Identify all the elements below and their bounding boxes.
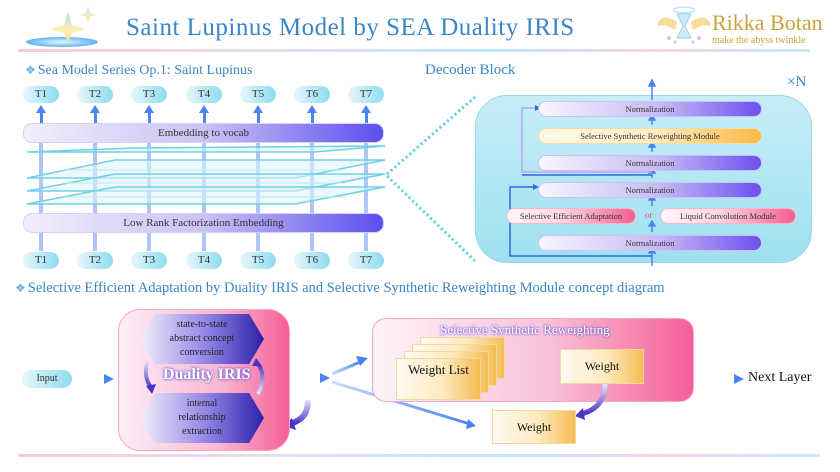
weight-list-card: Weight List [396, 358, 481, 400]
hex-line: abstract concept [169, 333, 235, 344]
hex-line: state-to-state [176, 319, 228, 330]
logo-tagline: make the abyss twinkle [712, 35, 806, 46]
liquid-convolution-module: Liquid Convolution Module [660, 208, 796, 224]
hex-line: internal [186, 398, 218, 409]
up-arrow-icon [361, 105, 371, 113]
up-arrow-shaft [40, 111, 43, 123]
normalization-layer-lower: Normalization [538, 182, 762, 198]
low-rank-factorization-bar: Low Rank Factorization Embedding [23, 213, 384, 233]
factorization-planes [26, 145, 385, 205]
up-arrow-shaft [257, 111, 260, 123]
normalization-layer-mid: Normalization [538, 155, 762, 171]
concept-section-title: ❖Selective Efficient Adaptation by Duali… [15, 280, 665, 297]
up-arrow-shaft [94, 111, 97, 123]
logo-name: Rikka Botan [712, 10, 823, 35]
repeat-label: ×N [787, 74, 807, 90]
output-weight-card: Weight [492, 410, 576, 444]
input-token: T3 [131, 252, 167, 269]
input-token: T2 [77, 252, 113, 269]
input-pill: Input [22, 370, 72, 388]
up-arrow-shaft [203, 111, 206, 123]
input-token: T1 [23, 252, 59, 269]
input-token: T6 [294, 252, 330, 269]
output-token: T4 [186, 86, 222, 103]
next-layer-label: Next Layer [748, 370, 812, 385]
hex-relationship-extraction-text: internal relationship extraction [140, 397, 264, 439]
up-arrow-icon [144, 105, 154, 113]
ssr-weight-card: Weight [560, 349, 644, 384]
sea-module: Selective Efficient Adaptation [506, 208, 636, 224]
sparkle-logo-icon [26, 7, 98, 47]
up-arrow-icon [199, 105, 209, 113]
normalization-layer-bottom: Normalization [538, 235, 762, 251]
up-arrow-shaft [365, 111, 368, 123]
up-arrow-icon [36, 105, 46, 113]
model-section-title: ❖Sea Model Series Op.1: Saint Lupinus [25, 63, 252, 79]
output-token: T3 [131, 86, 167, 103]
concept-section-title-text: Selective Efficient Adaptation by Dualit… [27, 280, 665, 296]
zoom-connector [383, 95, 477, 263]
input-token: T5 [240, 252, 276, 269]
page-title: Saint Lupinus Model by SEA Duality IRIS [126, 14, 575, 41]
ssr-title: Selective Synthetic Reweighting [440, 322, 610, 337]
hex-relationship-extraction [140, 393, 264, 443]
hex-state-conversion-text: state-to-state abstract concept conversi… [140, 318, 264, 360]
output-token: T7 [348, 86, 384, 103]
ssrm-layer: Selective Synthetic Reweighting Module [538, 128, 762, 144]
token-connector-line [364, 141, 368, 251]
output-token: T2 [77, 86, 113, 103]
token-connector-line [39, 141, 43, 251]
header-divider [18, 49, 810, 52]
hex-line: conversion [180, 347, 224, 358]
up-arrow-icon [90, 105, 100, 113]
output-token: T6 [294, 86, 330, 103]
decoder-title: Decoder Block [425, 62, 516, 78]
winged-hourglass-logo-icon [657, 6, 711, 44]
hex-state-conversion [140, 314, 264, 364]
up-arrow-shaft [311, 111, 314, 123]
duality-iris-label: Duality IRIS [163, 366, 251, 383]
cycle-arrows-icon [143, 358, 265, 395]
hex-line: relationship [178, 412, 226, 423]
up-arrow-icon [307, 105, 317, 113]
or-label: or [645, 210, 653, 220]
up-arrow-icon [253, 105, 263, 113]
footer-divider [18, 454, 820, 457]
diamond-bullet-icon: ❖ [15, 281, 26, 295]
input-token: T4 [186, 252, 222, 269]
embedding-to-vocab-bar: Embedding to vocab [23, 123, 384, 143]
hex-line: extraction [182, 426, 222, 437]
curved-down-arrow-icon [575, 383, 608, 420]
diamond-bullet-icon: ❖ [25, 63, 36, 77]
model-section-title-text: Sea Model Series Op.1: Saint Lupinus [37, 63, 253, 78]
output-token: T1 [23, 86, 59, 103]
output-token: T5 [240, 86, 276, 103]
normalization-layer-top: Normalization [538, 101, 762, 117]
plane-3 [26, 186, 385, 205]
input-token: T7 [348, 252, 384, 269]
up-arrow-shaft [148, 111, 151, 123]
